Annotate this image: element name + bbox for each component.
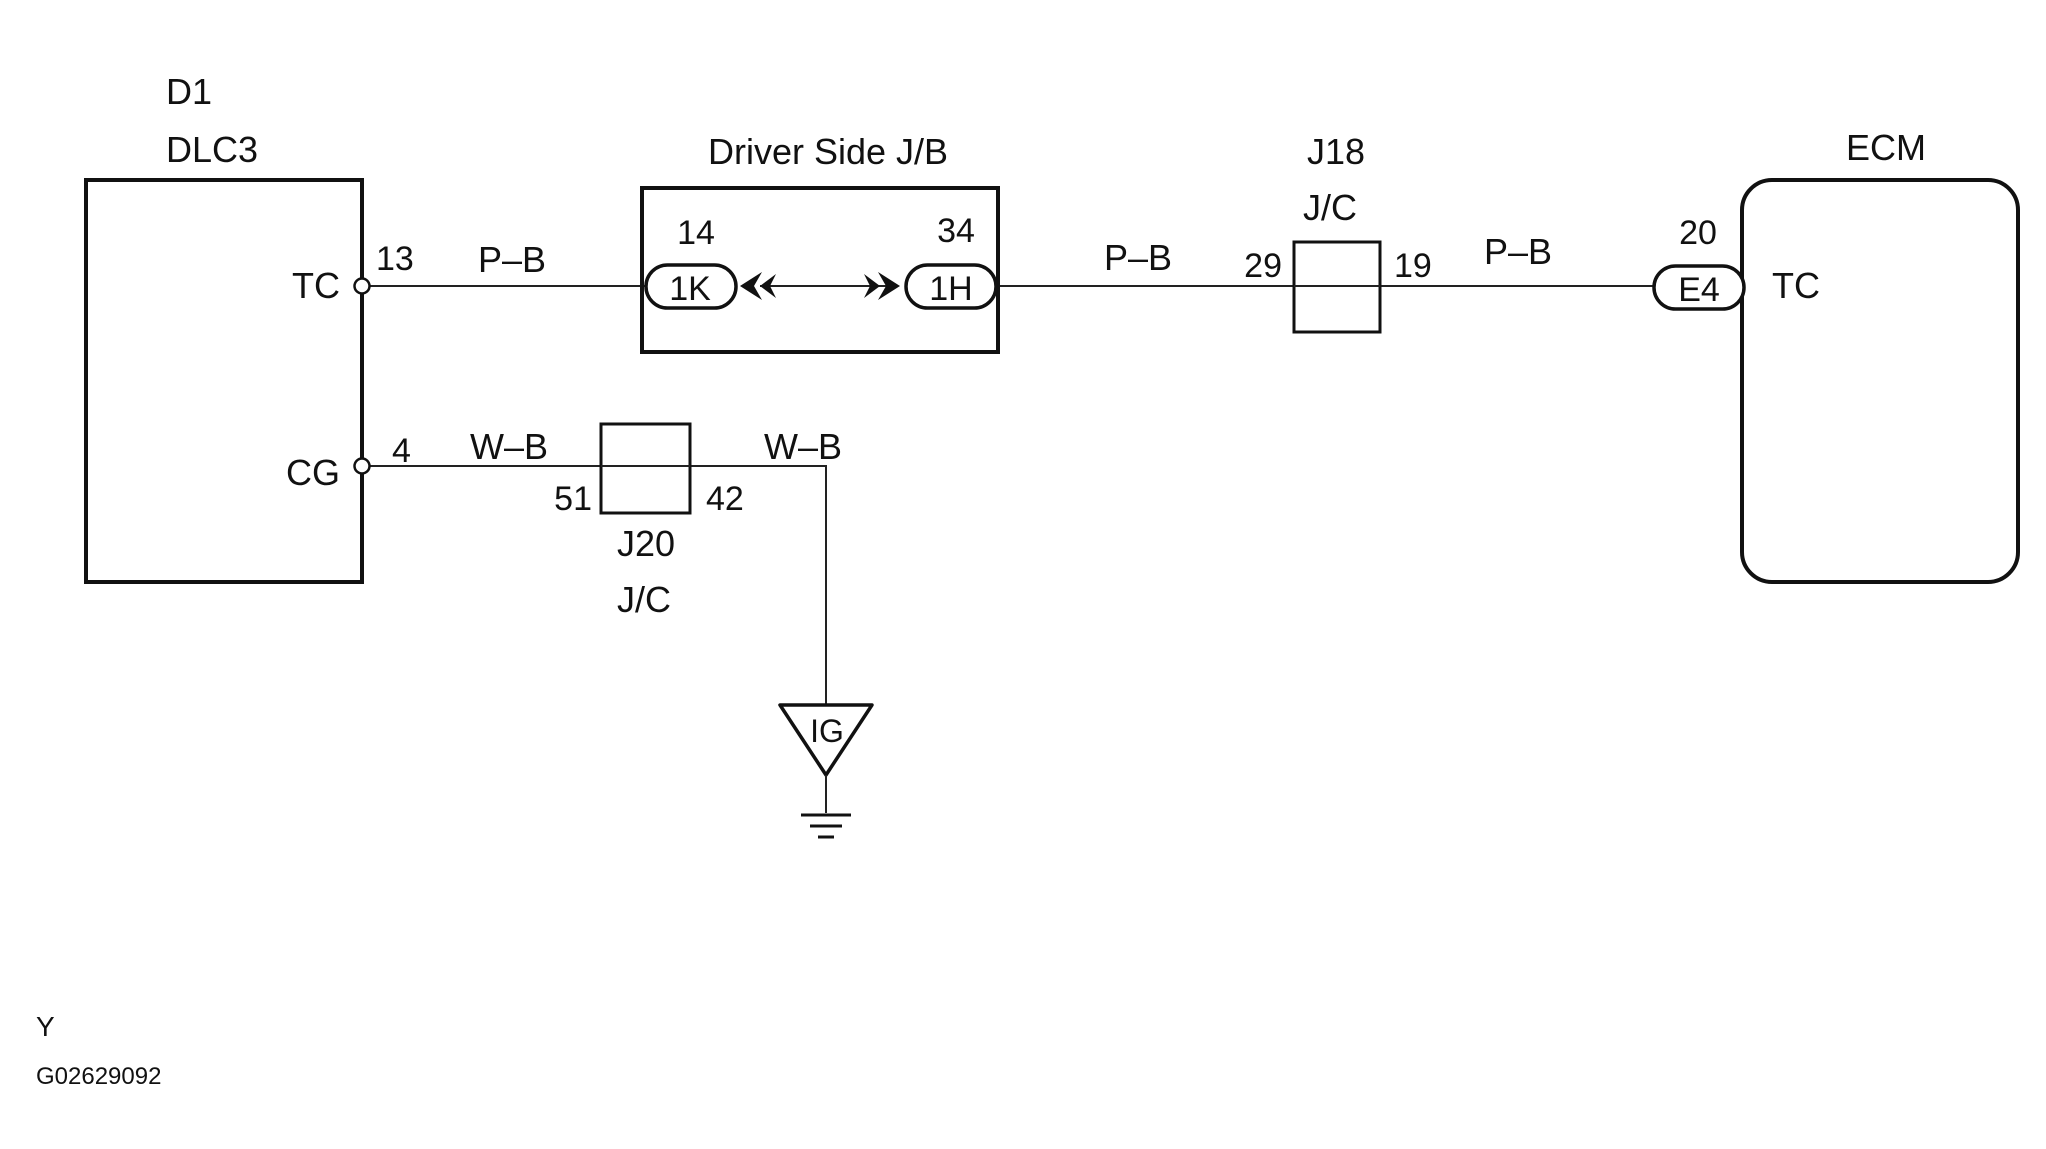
wire-color-label-tc-a: P–B xyxy=(478,239,546,280)
j18-id-label: J18 xyxy=(1307,131,1365,172)
footer-code: Y xyxy=(36,1011,55,1042)
j20-pin-in: 51 xyxy=(554,480,592,518)
ecm-name-label: ECM xyxy=(1846,127,1926,168)
driver-side-jb: Driver Side J/B 14 34 1K 1H xyxy=(640,131,1000,354)
ground-point: IG xyxy=(778,703,874,839)
dlc-cg-pin-name: CG xyxy=(286,452,340,493)
dlc-cg-terminal xyxy=(353,457,371,475)
j20-box xyxy=(599,422,692,515)
j18-pin-in: 29 xyxy=(1244,247,1282,285)
jb-connector-1k-outline xyxy=(644,263,738,310)
cg-ground-wire: W–B W–B xyxy=(362,426,842,706)
ecm-connector-code: E4 xyxy=(1678,271,1720,309)
ground-point-triangle xyxy=(778,703,874,777)
ground-point-code: IG xyxy=(810,713,844,749)
j20-id-label: J20 xyxy=(617,523,675,564)
ecm-connector-e4-outline xyxy=(1652,264,1746,311)
wire-color-label-tc-b: P–B xyxy=(1104,237,1172,278)
jb-connector-1k-code: 1K xyxy=(669,270,711,308)
dlc-tc-pin-name: TC xyxy=(292,265,340,306)
wire-color-label-cg-b: W–B xyxy=(764,426,842,467)
dlc-tc-pin-number: 13 xyxy=(376,240,414,278)
dlc-cg-pin-number: 4 xyxy=(392,432,411,470)
j20-type-label: J/C xyxy=(617,579,671,620)
ecm-tc-pin-name: TC xyxy=(1772,265,1820,306)
dlc3-component: D1 DLC3 TC CG 13 4 xyxy=(84,71,414,584)
ecm-component: ECM 20 E4 TC xyxy=(1652,127,2020,584)
j18-pin-out: 19 xyxy=(1394,247,1432,285)
dlc3-box xyxy=(84,178,364,584)
j18-junction-connector: J18 J/C 29 19 xyxy=(1244,131,1432,334)
jb-title: Driver Side J/B xyxy=(708,131,948,172)
ecm-box xyxy=(1740,178,2020,584)
jb-right-pin-number: 34 xyxy=(937,212,975,250)
dlc-name-label: DLC3 xyxy=(166,129,258,170)
jb-left-pin-number: 14 xyxy=(677,214,715,252)
jb-box xyxy=(640,186,1000,354)
wire-color-label-cg-a: W–B xyxy=(470,426,548,467)
j20-pin-out: 42 xyxy=(706,480,744,518)
wire-color-label-tc-c: P–B xyxy=(1484,231,1552,272)
jb-connector-1h-code: 1H xyxy=(929,270,972,308)
dlc-id-label: D1 xyxy=(166,71,212,112)
wire-j20-to-ground xyxy=(690,465,827,706)
jb-connector-1h-outline xyxy=(904,263,998,310)
figure-id: G02629092 xyxy=(36,1063,161,1090)
jb-left-arrow-tail-icon xyxy=(760,274,776,298)
ground-icon xyxy=(801,813,851,839)
jb-right-arrow-tail-icon xyxy=(864,274,880,298)
ecm-connector-pin: 20 xyxy=(1679,214,1717,252)
j20-junction-connector: 51 42 J20 J/C xyxy=(554,422,744,620)
jb-left-arrow-icon xyxy=(740,272,762,300)
j18-type-label: J/C xyxy=(1303,187,1357,228)
jb-right-arrow-icon xyxy=(878,272,900,300)
tc-signal-wire: P–B P–B P–B xyxy=(362,231,1654,287)
dlc-tc-terminal xyxy=(353,277,371,295)
